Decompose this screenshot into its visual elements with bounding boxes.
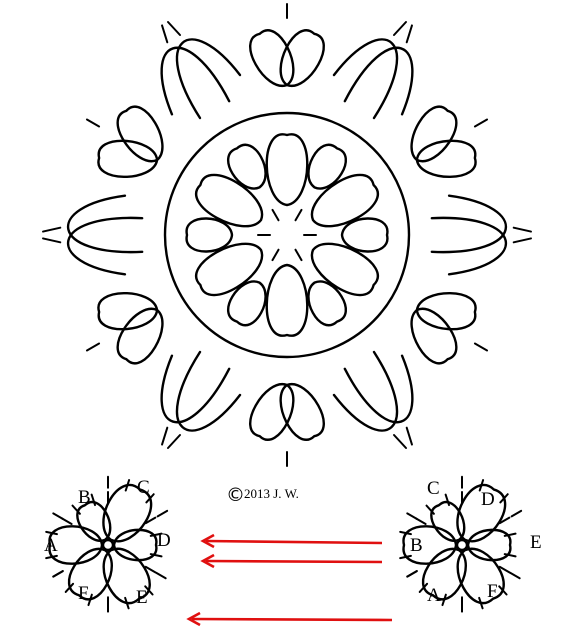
doily-chain-picot-a-0 xyxy=(168,22,180,35)
doily-chain-picot-c-2 xyxy=(475,344,487,351)
join-arrow-middle xyxy=(203,555,382,567)
doily-chain-picot-c-4 xyxy=(87,344,99,351)
doily-chain-right-2 xyxy=(345,356,413,422)
copyright-text: 2013 J. W. xyxy=(244,486,299,501)
doily-inner-ring-0 xyxy=(267,134,308,205)
doily-mid-ring-4 xyxy=(187,218,232,251)
right-ring-label-f: F xyxy=(487,581,498,602)
doily-outer-ring-a-3 xyxy=(281,384,324,440)
join-arrow-top xyxy=(203,535,382,547)
left-ring-label-a: A xyxy=(44,535,58,556)
motif-left-ring-2-picot-3 xyxy=(158,511,168,516)
doily-chain-right-5 xyxy=(162,48,230,114)
doily-chain-picot-b-0 xyxy=(394,22,406,35)
doily-chain-picot-c-5 xyxy=(87,120,99,127)
right-ring-label-d: D xyxy=(481,489,495,510)
left-ring-label-f: F xyxy=(78,583,89,604)
motif-right-ring-0-picot-2 xyxy=(400,532,411,534)
doily-center-picot-3 xyxy=(273,250,279,260)
doily-outer-ring-b-0 xyxy=(281,30,324,86)
left-ring-label-b: B xyxy=(78,487,91,508)
motif-left-ring-1-picot-2 xyxy=(92,495,95,505)
right-ring-label-e: E xyxy=(530,532,542,553)
motif-right-ring-4-picot-0 xyxy=(510,573,520,579)
right-ring-label-b: B xyxy=(410,535,423,556)
doily-outer-ring-a-0 xyxy=(250,30,293,86)
motif-left-ring-1-picot-0 xyxy=(62,519,72,525)
motif-left-ring-4-picot-0 xyxy=(156,573,166,579)
doily-center-picot-0 xyxy=(296,210,302,220)
doily-chain-picot-b-5 xyxy=(162,25,167,42)
doily-chain-picot-c-1 xyxy=(475,120,487,127)
doily-chain-right-4 xyxy=(68,218,142,274)
doily-chain-picot-b-4 xyxy=(43,238,60,242)
doily-mid-ring-1 xyxy=(342,218,387,251)
motif-right-ring-0-picot-1 xyxy=(400,556,411,558)
doily-chain-left-5 xyxy=(68,196,142,252)
doily-chain-left-1 xyxy=(345,48,413,114)
motif-left-center xyxy=(103,540,113,550)
doily-chain-left-2 xyxy=(432,218,506,274)
doily-center-picot-2 xyxy=(296,250,302,260)
doily-chain-picot-a-3 xyxy=(394,435,406,448)
motif-left-ring-0-picot-1 xyxy=(46,556,57,558)
motif-right-ring-1-picot-2 xyxy=(446,495,449,505)
copyright-symbol: © xyxy=(226,484,245,506)
motif-left-ring-5-picot-3 xyxy=(53,571,63,577)
motif-left-ring-0-picot-2 xyxy=(46,532,57,534)
left-ring-label-d: D xyxy=(157,530,171,551)
motif-right-center xyxy=(457,540,467,550)
doily-outer-ring-b-3 xyxy=(250,384,293,440)
join-arrows xyxy=(189,535,392,625)
doily-chain-picot-a-4 xyxy=(162,428,167,445)
doily-middle-round xyxy=(165,113,409,357)
doily-chain-picot-b-2 xyxy=(407,428,412,445)
doily-inner-ring-3 xyxy=(267,265,308,336)
doily-chain-picot-a-1 xyxy=(407,25,412,42)
left-ring-label-c: C xyxy=(137,477,150,498)
doily-center-picot-5 xyxy=(273,210,279,220)
join-arrow-bottom xyxy=(189,613,392,625)
doily-chain-picot-a-2 xyxy=(514,238,531,242)
doily-chain-picot-b-1 xyxy=(514,228,531,232)
right-ring-label-c: C xyxy=(427,478,440,499)
doily-chain-left-4 xyxy=(162,356,230,422)
motif-right-ring-1-picot-0 xyxy=(416,519,426,525)
snowflake-doily xyxy=(43,4,531,466)
doily-chain-picot-b-3 xyxy=(168,435,180,448)
motif-right-ring-5-picot-3 xyxy=(407,571,417,577)
doily-chain-picot-a-5 xyxy=(43,228,60,232)
right-ring-label-a: A xyxy=(427,585,441,606)
motif-right-ring-2-picot-3 xyxy=(512,511,522,516)
doily-chain-right-1 xyxy=(432,196,506,252)
left-ring-label-e: E xyxy=(136,587,148,608)
